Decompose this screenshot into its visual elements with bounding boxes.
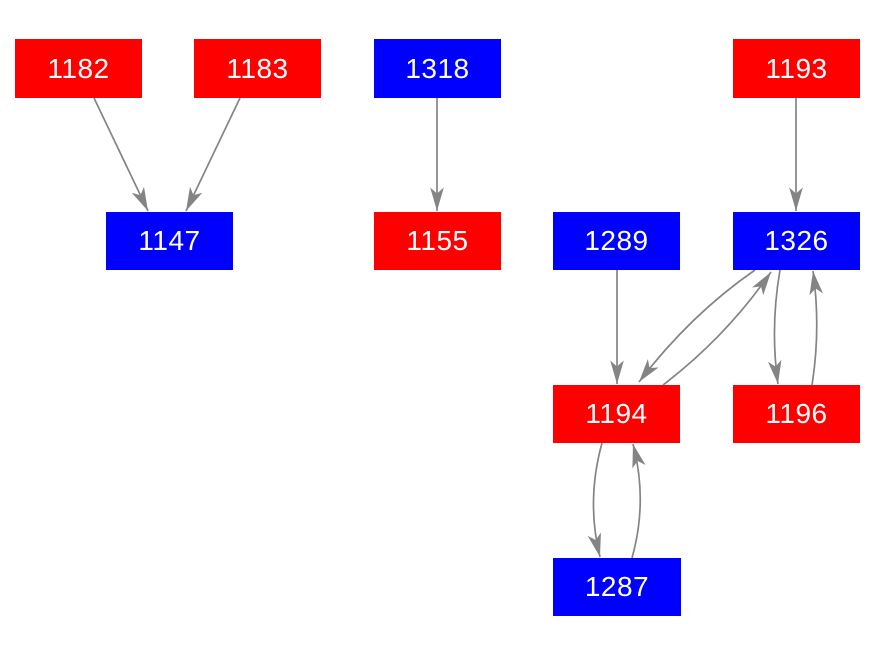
graph-node-1196[interactable]: 1196	[733, 385, 860, 443]
graph-node-1326[interactable]: 1326	[733, 212, 860, 270]
graph-node-1287[interactable]: 1287	[553, 558, 681, 616]
node-label: 1182	[47, 52, 110, 84]
edges-group	[93, 97, 823, 559]
graph-edge-1194-1287	[587, 442, 603, 558]
graph-node-1194[interactable]: 1194	[553, 385, 680, 443]
node-label: 1289	[584, 225, 649, 256]
node-label: 1326	[764, 225, 829, 256]
node-label: 1193	[765, 52, 828, 84]
graph-node-1318[interactable]: 1318	[374, 39, 501, 98]
graph-edge-1182-1147	[93, 97, 149, 212]
node-label: 1287	[584, 571, 650, 602]
graph-node-1147[interactable]: 1147	[106, 212, 233, 270]
graph-edge-1326-1196	[767, 269, 782, 385]
graph-node-1155[interactable]: 1155	[374, 212, 501, 270]
node-label: 1194	[585, 398, 648, 429]
node-label: 1318	[405, 52, 470, 84]
graph-edge-1196-1326	[809, 270, 823, 386]
node-label: 1147	[138, 225, 201, 256]
graph-edge-1287-1194	[631, 443, 646, 559]
graph-node-1183[interactable]: 1183	[194, 39, 321, 98]
graph-edge-1326-1194	[638, 269, 756, 383]
node-label: 1155	[406, 225, 469, 256]
graph-node-1182[interactable]: 1182	[15, 39, 142, 98]
graph-node-1289[interactable]: 1289	[553, 212, 680, 270]
graph-node-1193[interactable]: 1193	[733, 39, 860, 98]
node-label: 1196	[765, 398, 828, 429]
graph-edge-1194-1326	[662, 271, 772, 386]
graph-edge-1183-1147	[185, 97, 241, 212]
node-label: 1183	[226, 52, 289, 84]
